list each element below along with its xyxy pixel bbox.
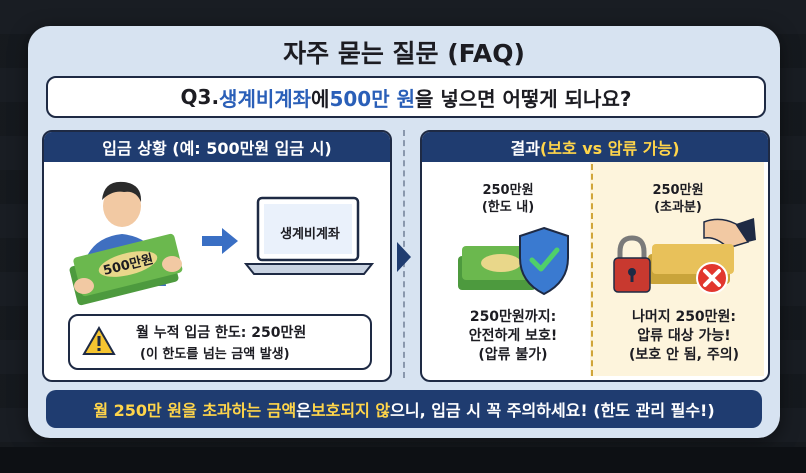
seizable-amount-note: (초과분) bbox=[654, 200, 702, 215]
question-term: 생계비계좌 bbox=[219, 86, 312, 111]
question-box: Q3. 생계비계좌 에 500만 원 을 넣으면 어떻게 되나요? bbox=[46, 76, 766, 118]
money-stack-icon: 500만원 bbox=[69, 233, 183, 306]
result-header-highlight: (보호 vs 압류 가능) bbox=[539, 139, 680, 158]
chevron-right-icon bbox=[397, 242, 411, 272]
footer-suffix: 으니, 입금 시 꼭 주의하세요! (한도 관리 필수!) bbox=[390, 401, 715, 420]
hand-icon bbox=[703, 218, 750, 249]
limit-warning-line2: (이 한도를 넘는 금액 발생) bbox=[140, 347, 290, 362]
laptop-icon bbox=[244, 196, 374, 275]
person-icon: 500만원 bbox=[69, 181, 183, 306]
deposit-panel-header: 입금 상황 (예: 500만원 입금 시) bbox=[44, 132, 390, 162]
protected-amount-note: (한도 내) bbox=[481, 200, 535, 215]
footer-highlight-amount: 월 250만 원을 초과하는 금액 bbox=[93, 401, 297, 420]
protected-desc-line2: 안전하게 보호! bbox=[468, 328, 558, 344]
laptop-account-label: 생계비계좌 bbox=[280, 227, 340, 242]
warning-icon bbox=[82, 326, 116, 355]
limit-warning-line1: 월 누적 입금 한도: 250만원 bbox=[136, 325, 307, 341]
result-panel-header: 결과 (보호 vs 압류 가능) bbox=[422, 132, 768, 162]
seizable-amount: 250만원 (초과분) bbox=[622, 182, 734, 216]
arrow-right-icon bbox=[202, 228, 238, 254]
seizable-desc-line2: 압류 대상 가능! bbox=[637, 328, 731, 344]
result-divider bbox=[591, 164, 593, 376]
footer-highlight-unprotected: 보호되지 않 bbox=[310, 401, 391, 420]
question-suffix: 을 넣으면 어떻게 되나요? bbox=[414, 86, 632, 111]
seizable-description: 나머지 250만원: 압류 대상 가능! (보호 안 됨, 주의) bbox=[602, 308, 766, 365]
faq-card: 자주 묻는 질문 (FAQ) Q3. 생계비계좌 에 500만 원 을 넣으면 … bbox=[28, 26, 780, 438]
protected-amount-value: 250만원 bbox=[482, 183, 534, 198]
taskbar bbox=[0, 447, 806, 473]
question-amount: 500만 원 bbox=[329, 86, 415, 111]
seizable-desc-line1: 나머지 250만원: bbox=[631, 309, 737, 325]
protected-desc-line1: 250만원까지: bbox=[469, 309, 557, 325]
protected-desc-line3: (압류 불가) bbox=[478, 347, 548, 363]
question-prefix: Q3. bbox=[180, 85, 220, 109]
protected-description: 250만원까지: 안전하게 보호! (압류 불가) bbox=[438, 308, 588, 365]
footer-mid: 은 bbox=[296, 401, 311, 420]
seizable-desc-line3: (보호 안 됨, 주의) bbox=[628, 347, 740, 363]
shield-check-icon bbox=[458, 226, 569, 296]
lock-x-icon bbox=[613, 218, 756, 294]
limit-warning-box: 월 누적 입금 한도: 250만원 (이 한도를 넘는 금액 발생) bbox=[68, 314, 372, 370]
result-header-prefix: 결과 bbox=[510, 139, 540, 158]
question-mid: 에 bbox=[311, 86, 330, 111]
footer-warning-bar: 월 250만 원을 초과하는 금액 은 보호되지 않 으니, 입금 시 꼭 주의… bbox=[46, 390, 762, 428]
protected-amount: 250만원 (한도 내) bbox=[452, 182, 564, 216]
seizable-amount-value: 250만원 bbox=[652, 183, 704, 198]
page-title: 자주 묻는 질문 (FAQ) bbox=[283, 39, 525, 68]
